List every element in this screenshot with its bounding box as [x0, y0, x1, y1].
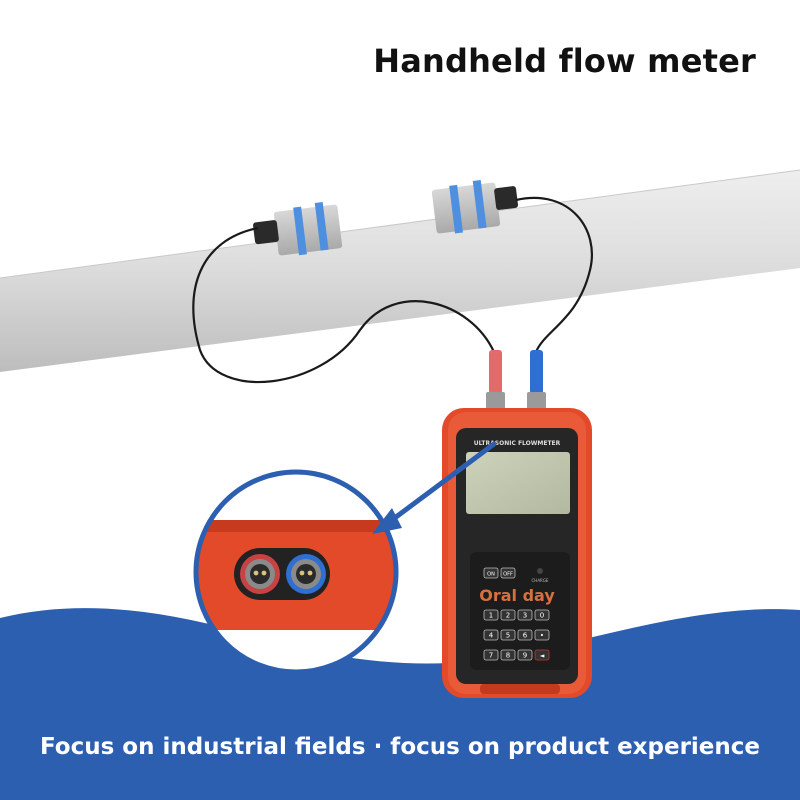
connector-blue [527, 350, 546, 414]
key-1: 1 [489, 612, 493, 620]
keypad [483, 567, 550, 661]
sensor-right [431, 180, 519, 234]
key-8: 8 [506, 652, 510, 660]
connector-zoom-callout [193, 469, 399, 675]
brand-watermark: Oral day [479, 586, 555, 605]
key-3: 3 [523, 612, 527, 620]
device-indicator-label: CHARGE [532, 578, 549, 583]
wave-background [0, 608, 800, 800]
key-5: 5 [506, 632, 510, 640]
connector-port-icon [240, 554, 280, 594]
page-title: Handheld flow meter [373, 42, 756, 80]
key-2: 2 [506, 612, 510, 620]
key-dot: • [540, 632, 544, 640]
key-9: 9 [523, 652, 527, 660]
tagline: Focus on industrial fields · focus on pr… [39, 734, 761, 760]
pipe [0, 169, 800, 372]
cable-blue [515, 196, 593, 353]
key-4: 4 [489, 632, 494, 640]
device-model-label: ULTRASONIC FLOWMETER [474, 440, 561, 447]
connector-port-icon [286, 554, 326, 594]
connector-red [486, 350, 505, 414]
key-0: 0 [540, 612, 544, 620]
flow-meter-device [442, 408, 592, 698]
sensor-left [253, 202, 343, 256]
key-6: 6 [523, 632, 528, 640]
key-back: ◄ [540, 653, 545, 660]
key-7: 7 [489, 652, 493, 660]
key-off: OFF [503, 572, 513, 578]
pointer-arrow-icon [372, 441, 497, 534]
key-on: ON [487, 572, 495, 578]
cable-red [192, 226, 495, 384]
